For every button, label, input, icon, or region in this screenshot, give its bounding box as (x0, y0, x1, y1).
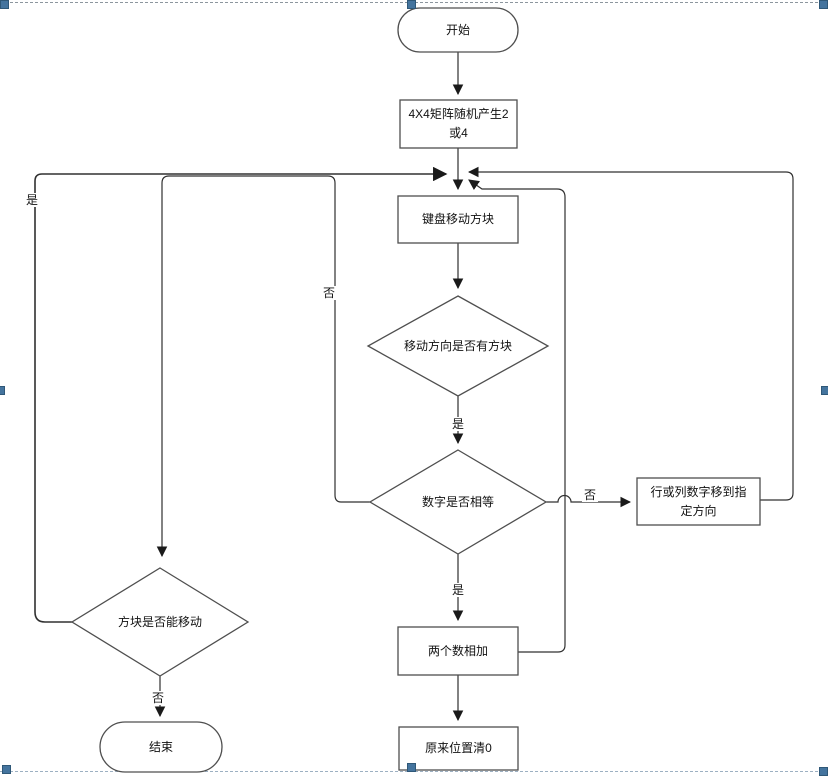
shift-node-shape (636, 477, 761, 526)
keymove-node-shape (397, 195, 519, 244)
selection-handle-bottom-center[interactable] (407, 763, 416, 772)
selection-handle-bottom-right[interactable] (819, 767, 828, 776)
node-label-start: 开始 (445, 22, 470, 37)
node-label-equal: 数字是否相等 (421, 494, 494, 509)
edge-canmove-yes-to-junction (34, 166, 448, 623)
edge-label-equal-no-right: 否 (582, 488, 599, 502)
equal-decision-shape (368, 449, 548, 555)
edge-label-hasblock-yes: 是 (450, 417, 467, 431)
init-node-shape (399, 99, 518, 149)
edge-label-canmove-no: 否 (150, 691, 167, 705)
add-node-shape (397, 626, 519, 676)
node-label-end: 结束 (148, 739, 173, 754)
node-label-shift: 行或列数字移到指定方向 (650, 484, 747, 518)
canmove-decision-shape (70, 567, 250, 677)
edge-equal-no-to-canmove (156, 175, 370, 558)
edge-label-equal-no-left: 否 (321, 286, 338, 300)
selection-handle-top-right[interactable] (819, 0, 828, 9)
node-label-keymove: 键盘移动方块 (421, 212, 494, 227)
node-label-canmove: 方块是否能移动 (117, 614, 202, 629)
hasblock-decision-shape (366, 295, 550, 397)
selection-handle-bottom-left[interactable] (2, 765, 11, 774)
edge-add-return-to-junction (468, 179, 566, 653)
node-label-clear: 原来位置清0 (425, 741, 492, 756)
selection-handle-top-center[interactable] (407, 0, 416, 9)
node-label-hasblock: 移动方向是否有方块 (403, 338, 512, 353)
end-node-shape (99, 721, 223, 773)
selection-handle-top-left[interactable] (0, 0, 9, 9)
clear-node-shape (398, 726, 519, 771)
edge-shift-return-to-junction (467, 166, 794, 501)
start-node-shape (397, 7, 519, 53)
selection-handle-middle-right[interactable] (821, 386, 828, 395)
edge-label-canmove-yes: 是 (24, 193, 41, 207)
node-label-add: 两个数相加 (427, 643, 488, 658)
node-label-init: 4X4矩阵随机产生2或4 (408, 107, 509, 140)
selection-handle-middle-left[interactable] (0, 386, 5, 395)
edge-label-equal-yes: 是 (450, 583, 467, 597)
